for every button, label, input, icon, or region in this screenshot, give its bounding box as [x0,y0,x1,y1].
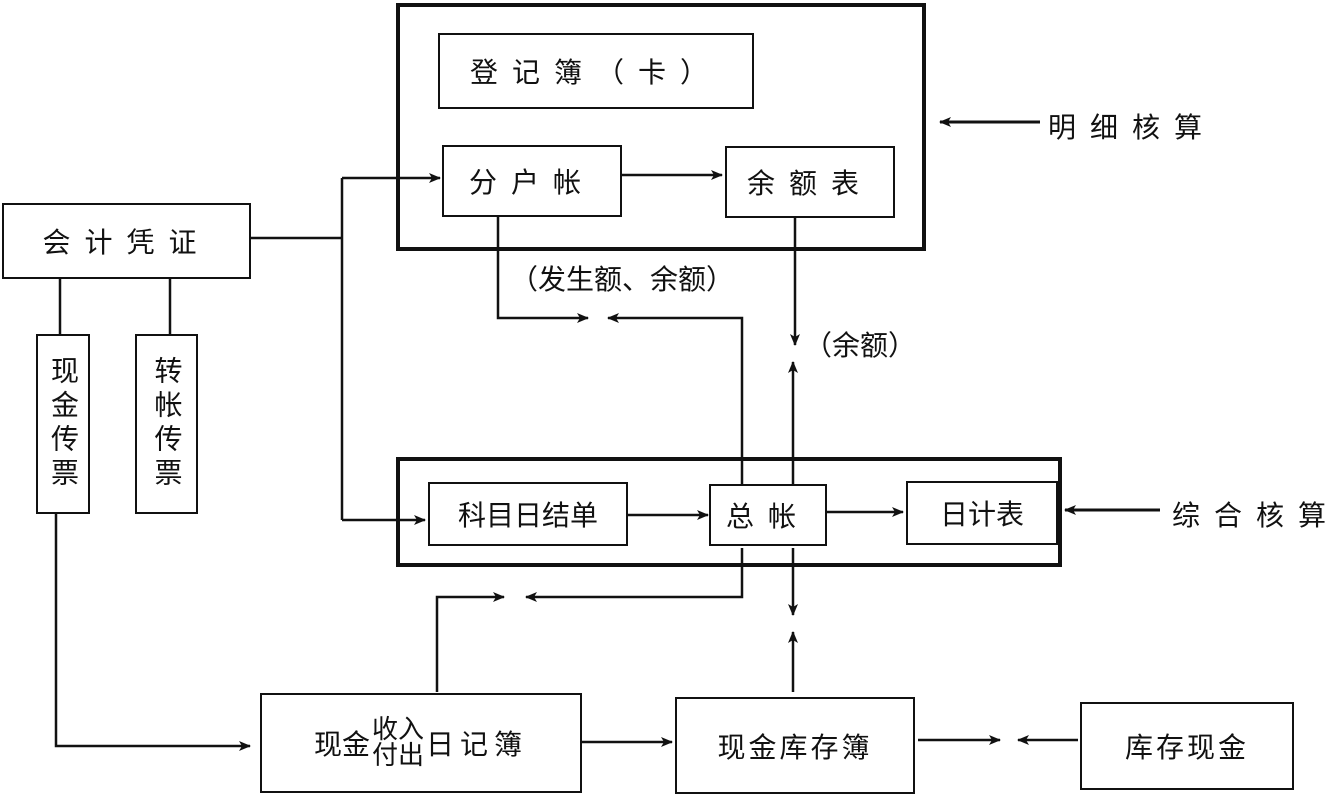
edge-journal-reconcile [435,592,505,692]
sub-ledger-node: 分户帐 [442,145,622,217]
balance-sheet-label: 余额表 [746,167,873,200]
cash-journal-direction: 收入 付出 [372,717,424,769]
edge-gl-reconcile-top [607,313,744,488]
transfer-slip-node: 转帐传票 [135,334,198,514]
general-ledger-label: 总帐 [725,500,810,533]
summary-accounting-group [396,457,1062,567]
edge-cashslip-journal [54,510,251,751]
cash-slip-label: 现金传票 [47,356,80,492]
balance-edge-label: （余额） [804,329,917,362]
cash-journal-node: 现金 收入 付出 日记簿 [260,693,582,793]
accounting-voucher-label: 会计凭证 [42,226,211,259]
daily-summary-label: 科目日结单 [457,499,598,532]
detail-accounting-group [396,3,926,251]
daily-report-node: 日计表 [906,481,1058,545]
summary-accounting-label: 综合核算 [1172,499,1340,532]
cash-journal-payments: 付出 [371,741,424,771]
cash-on-hand-node: 库存现金 [1080,702,1294,790]
balance-sheet-node: 余额表 [725,146,895,218]
cash-slip-node: 现金传票 [36,334,90,514]
sub-ledger-label: 分户帐 [468,166,595,199]
general-ledger-node: 总帐 [709,484,827,546]
detail-accounting-label: 明细核算 [1048,111,1217,144]
cash-on-hand-label: 库存现金 [1124,731,1249,764]
cash-journal-label: 现金 收入 付出 日记簿 [314,717,528,769]
register-book-label: 登记簿（卡） [469,56,722,89]
cash-journal-receipts: 收入 [371,715,424,745]
daily-report-label: 日计表 [939,498,1024,531]
cash-journal-suffix: 日记簿 [426,728,529,761]
register-book-node: 登记簿（卡） [438,33,754,109]
daily-summary-node: 科目日结单 [428,482,628,546]
cash-journal-prefix: 现金 [313,728,370,761]
transfer-slip-label: 转帐传票 [150,356,184,492]
accounting-voucher-node: 会计凭证 [2,203,251,279]
amount-balance-edge-label: （发生额、余额） [510,263,735,296]
cash-inventory-book-label: 现金库存簿 [717,730,873,764]
cash-inventory-book-node: 现金库存簿 [675,697,915,794]
